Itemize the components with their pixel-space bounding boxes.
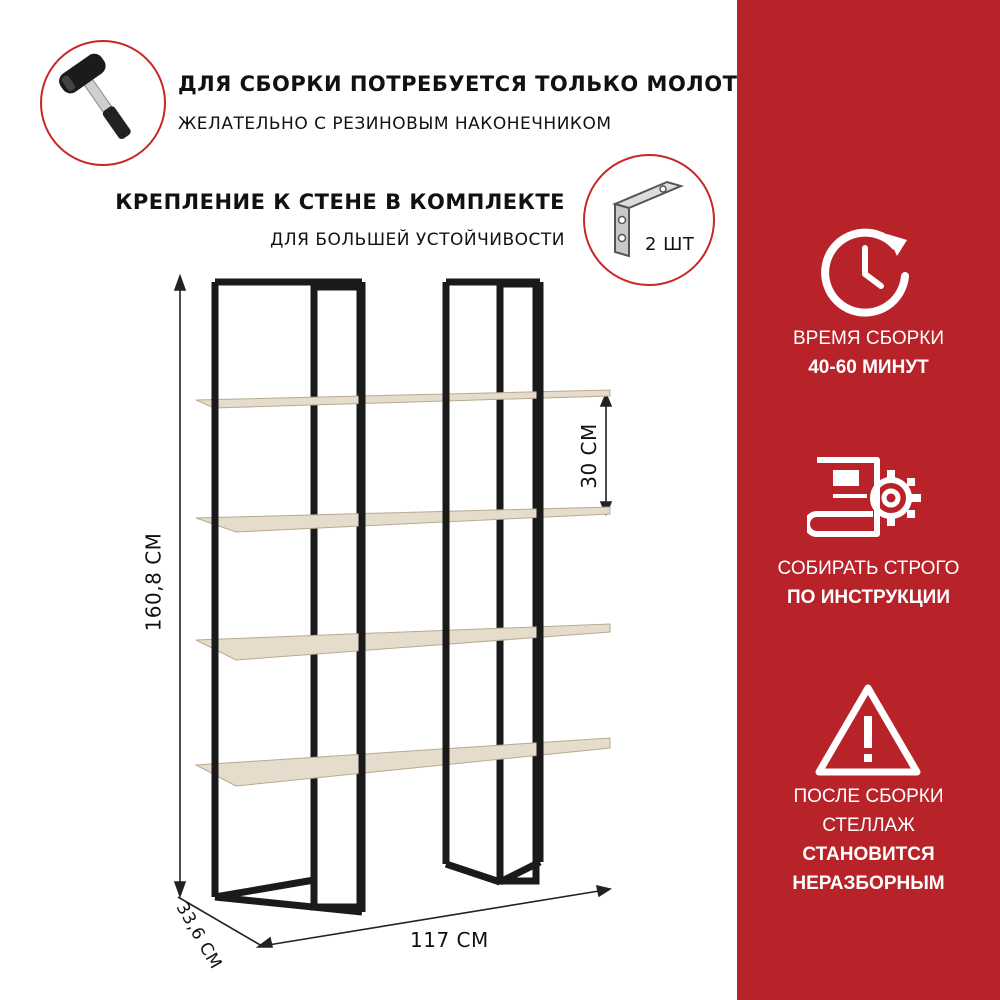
bracket-qty: 2 ШТ [645,234,695,255]
shelves [194,389,611,787]
width-label: 117 СМ [410,928,489,952]
feature-time-line1: ВРЕМЯ СБОРКИ [793,328,944,349]
feature-warning-line1: ПОСЛЕ СБОРКИ [793,786,944,807]
left-back-frame [310,283,364,911]
shelf-4 [194,737,611,787]
height-dimension-line [173,273,187,899]
features-panel: ВРЕМЯ СБОРКИ 40-60 МИНУТ СОБИРАТЬ СТРОГО… [737,0,1000,1000]
feature-warning: ПОСЛЕ СБОРКИ СТЕЛЛАЖ СТАНОВИТСЯ НЕРАЗБОР… [737,782,1000,898]
hammer-badge [40,40,166,166]
feature-time: ВРЕМЯ СБОРКИ 40-60 МИНУТ [737,324,1000,382]
shelf-gap-dimension-line [599,391,613,517]
shelf-gap-label: 30 СМ [576,423,601,489]
height-label: 160,8 СМ [141,532,166,632]
feature-instructions: СОБИРАТЬ СТРОГО ПО ИНСТРУКЦИИ [737,554,1000,612]
warning-icon [815,684,921,776]
bracket-badge: 2 ШТ [583,154,715,286]
wall-bracket-icon [612,180,684,258]
clock-icon [821,228,909,317]
feature-warning-line4: НЕРАЗБОРНЫМ [792,873,945,894]
right-back-frame [496,280,540,885]
feature-instructions-line1: СОБИРАТЬ СТРОГО [777,558,960,579]
feature-warning-line3: СТАНОВИТСЯ [802,844,935,865]
feature-instructions-line2: ПО ИНСТРУКЦИИ [787,587,950,608]
shelf-illustration [173,273,613,948]
feature-time-line2: 40-60 МИНУТ [808,357,929,378]
bracket-subtitle: ДЛЯ БОЛЬШЕЙ УСТОЙЧИВОСТИ [270,230,565,250]
hammer-title: ДЛЯ СБОРКИ ПОТРЕБУЕТСЯ ТОЛЬКО МОЛОТОК [178,72,774,96]
feature-warning-line2: СТЕЛЛАЖ [822,815,915,836]
product-panel: ДЛЯ СБОРКИ ПОТРЕБУЕТСЯ ТОЛЬКО МОЛОТОК ЖЕ… [40,40,773,973]
hammer-subtitle: ЖЕЛАТЕЛЬНО С РЕЗИНОВЫМ НАКОНЕЧНИКОМ [178,114,612,134]
hammer-icon [59,53,131,140]
shelf-1 [195,389,611,409]
shelf-3 [195,623,611,661]
bracket-title: КРЕПЛЕНИЕ К СТЕНЕ В КОМПЛЕКТЕ [115,190,565,214]
width-dimension-line [255,884,613,948]
manual-gear-icon [807,457,921,537]
depth-dimension-line [177,896,263,947]
shelf-2 [195,506,611,533]
